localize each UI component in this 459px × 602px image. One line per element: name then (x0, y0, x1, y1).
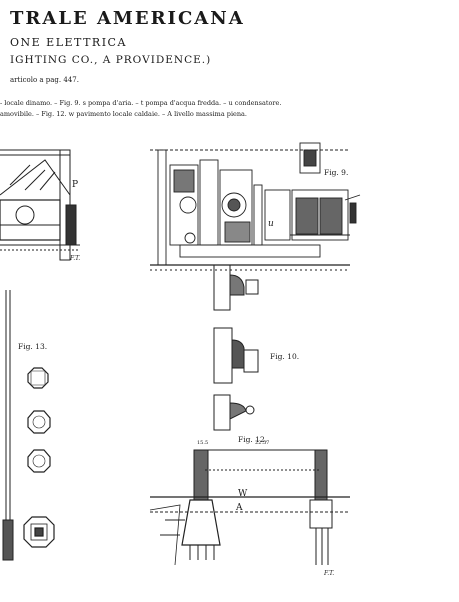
u-annotation: u (268, 219, 274, 229)
article-reference: articolo a pag. 447. (10, 76, 79, 84)
fig10-label: Fig. 10. (270, 352, 300, 361)
page-title: TRALE AMERICANA (10, 8, 245, 29)
w-annotation: W (238, 489, 248, 499)
left-boiler-drawing (0, 149, 80, 261)
p-annotation: P (72, 180, 79, 190)
fig9-engine-elevation (150, 142, 361, 271)
signature-left: F.T. (70, 255, 81, 262)
fig13-label: Fig. 13. (18, 342, 48, 351)
legend-line-1: - locale dinamo. – Fig. 9. s pompa d'ari… (0, 99, 282, 107)
legend-line-2: amovibile. – Fig. 12. w pavimento locale… (0, 110, 247, 118)
page-subtitle: ONE ELETTRICA (10, 36, 127, 49)
fig12-foundation-section (149, 449, 350, 566)
fig12-label: Fig. 12. (238, 435, 268, 444)
signature-right: F.T. (324, 570, 335, 577)
left-column-section (2, 290, 14, 561)
fig9-label: Fig. 9. (324, 168, 349, 177)
fig13-sections (23, 367, 55, 548)
dimension-left: 15.5 (197, 440, 209, 446)
dimension-top: 22.57 (255, 440, 270, 446)
company-line: IGHTING CO., A PROVIDENCE.) (10, 54, 212, 66)
a-annotation: A (236, 503, 243, 513)
fig10-bracket-details (213, 264, 259, 431)
